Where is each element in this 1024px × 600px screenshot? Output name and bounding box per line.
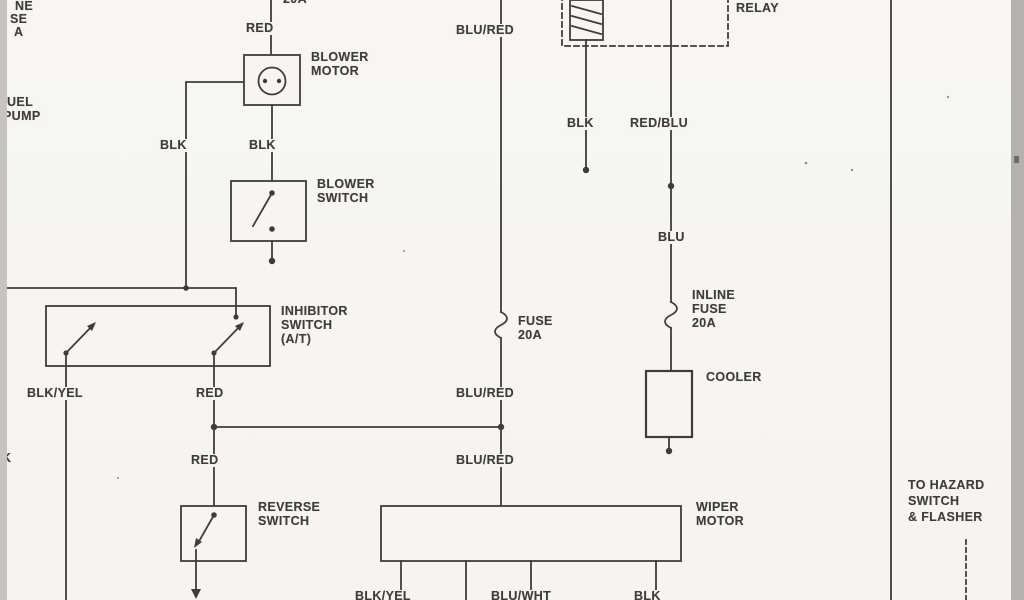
scan-edge-right [1011,0,1024,600]
reverse-switch-label-1: REVERSE [257,500,322,514]
inline-fuse-label-3: 20A [691,316,717,330]
wire-label-blu-red-mid: BLU/RED [455,386,516,400]
wire-label-red-low: RED [190,453,220,467]
blower-switch-label-2: SWITCH [316,191,370,205]
wire-label-blk-relay: BLK [566,116,595,130]
wire-label-blk-left: BLK [159,138,188,152]
inhibitor-switch-label-2: SWITCH [280,318,334,332]
wire-label-blk-yel-wiper: BLK/YEL [354,590,412,600]
wire-label-red-blu: RED/BLU [629,116,690,130]
blower-ground-dot [268,257,276,265]
wire-label-blu-wht-wiper: BLU/WHT [490,590,553,600]
hazard-note-line-1: TO HAZARD [907,478,986,492]
blower-switch-symbol [230,180,307,242]
top-fuse-rating: 20A [282,0,308,6]
scan-speck [1014,156,1019,163]
wire-label-blu-red-low: BLU/RED [455,453,516,467]
wire-label-red-blower: RED [245,21,275,35]
inline-fuse-label-2: FUSE [691,302,728,316]
cooler-symbol [644,369,694,455]
inhibitor-switch-symbol [45,305,271,367]
fuse-symbol [494,310,508,340]
blower-motor-label-1: BLOWER [310,50,370,64]
wire-label-blu-red-top: BLU/RED [455,23,516,37]
wire-label-blu: BLU [657,230,686,244]
inline-fuse-label-1: INLINE [691,288,737,302]
wire-label-red-mid: RED [195,386,225,400]
fuse-label-1: FUSE [517,314,554,328]
reverse-switch-symbol [180,505,247,599]
reverse-switch-label-2: SWITCH [257,514,311,528]
fuel-pump-label-2: PUMP [2,109,42,123]
hazard-note-line-2: SWITCH [907,494,961,508]
wiper-motor-label-2: MOTOR [695,514,746,528]
fuel-pump-label-1: UEL [6,95,35,109]
wire-label-blk-mid: BLK [248,138,277,152]
inhibitor-switch-label-3: (A/T) [280,332,313,346]
fragment-top-left-1: NE [14,0,35,13]
scan-edge-left [0,0,7,600]
blower-switch-label-1: BLOWER [316,177,376,191]
fragment-top-left-2: SE [9,12,29,26]
blower-motor-symbol [243,54,301,106]
wire-center-blu-red [494,0,508,507]
inhibitor-switch-label-1: INHIBITOR [280,304,349,318]
wire-red-blu-cooler [664,45,678,372]
fuse-label-2: 20A [517,328,543,342]
inline-fuse-symbol [664,300,678,330]
relay-label: RELAY [735,1,780,15]
wire-label-blk-yel: BLK/YEL [26,386,84,400]
wire-inhibitor-feed [5,285,237,307]
hazard-note-line-3: & FLASHER [907,510,984,524]
junction-dot [667,182,675,190]
blower-motor-label-2: MOTOR [310,64,361,78]
cooler-label: COOLER [705,370,763,384]
fragment-top-left-3: A [13,25,25,39]
wiper-motor-symbol [380,505,682,600]
wire-blk-relay-drop [582,45,590,174]
wiper-motor-label-1: WIPER [695,500,740,514]
relay-symbol [561,0,729,47]
terminal-dot [582,166,590,174]
scan-specks [117,95,950,479]
junction-dot [183,285,189,291]
wire-label-blk-wiper: BLK [633,590,662,600]
junction-dot [210,423,218,431]
